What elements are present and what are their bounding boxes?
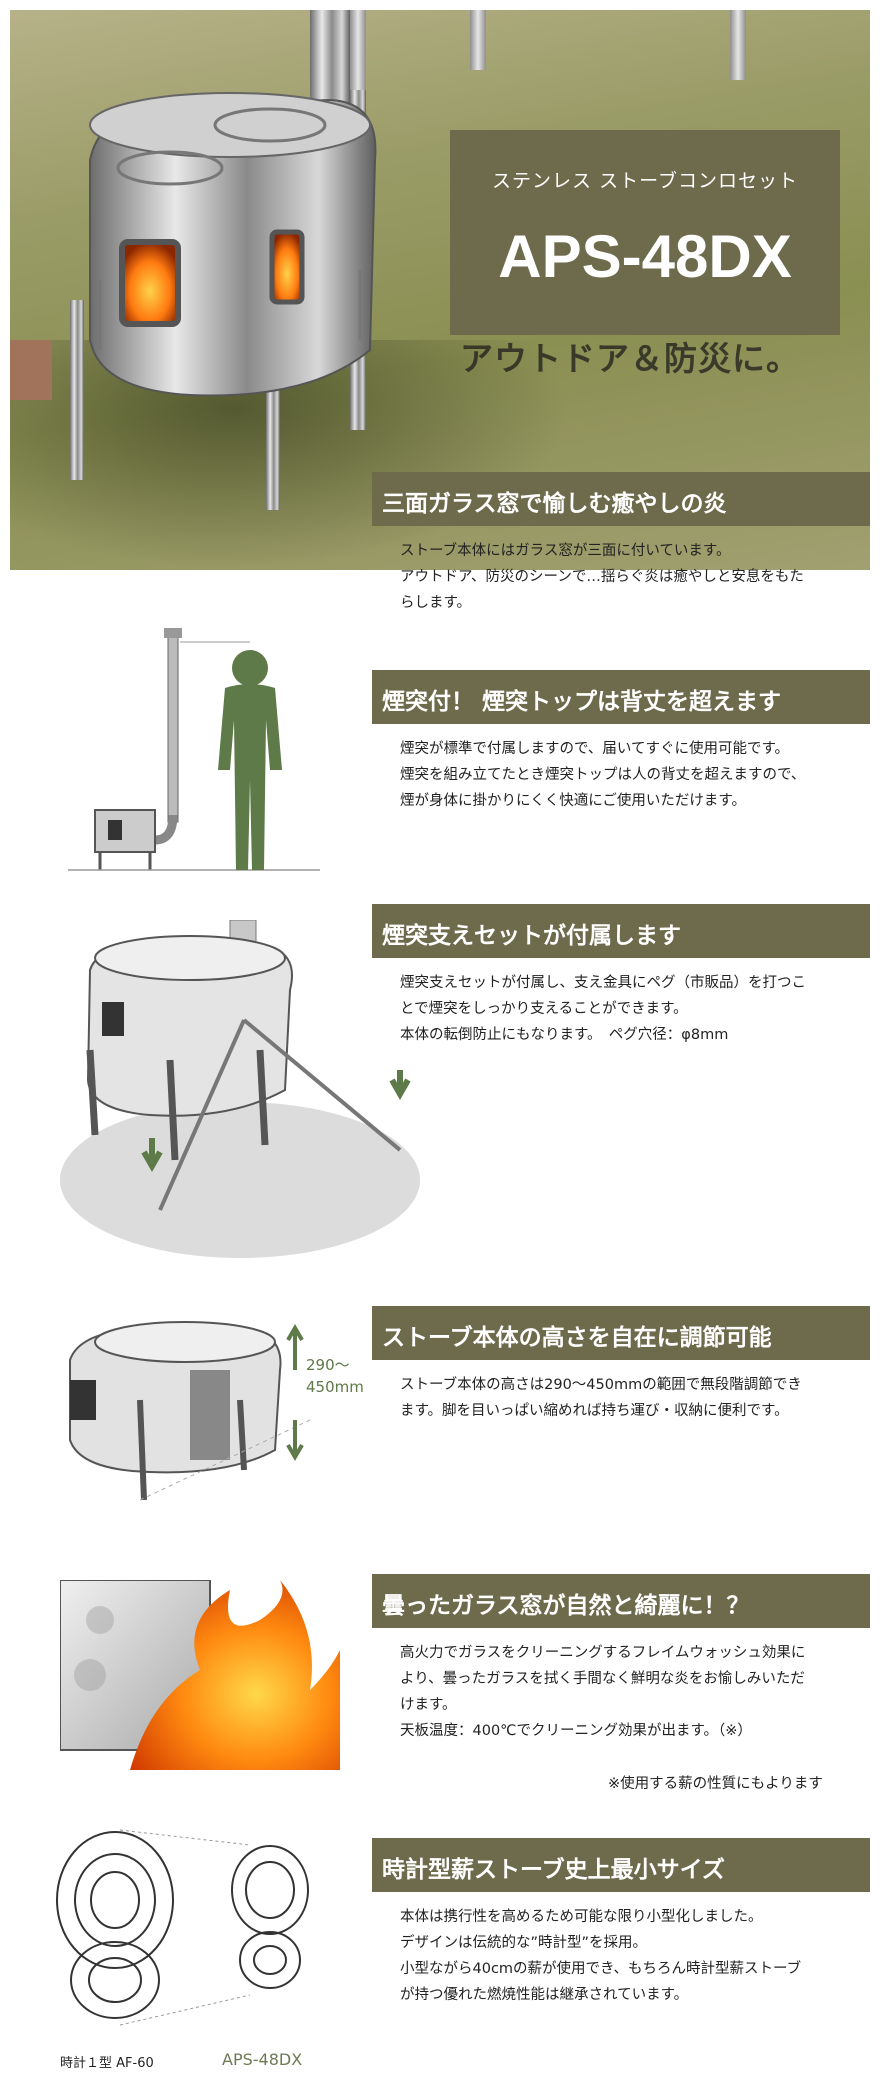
stove-photo-illustration <box>10 10 377 510</box>
product-subtitle: ステンレス ストーブコンロセット <box>492 170 798 192</box>
section-heading-chimney-support: 煙突支えセットが付属します <box>372 904 870 958</box>
hero-photo: ステンレス ストーブコンロセット APS-48DX <box>10 10 870 570</box>
height-adjust-illustration <box>69 1321 311 1501</box>
section-body-chimney: 煙突が標準で付属しますので、届いてすぐに使用可能です。 煙突を組み立てたとき煙突… <box>400 741 806 809</box>
flame-wash-illustration <box>60 1580 340 1770</box>
section-body-smallest-size: 本体は携行性を高めるため可能な限り小型化しました。 デザインは伝統的な”時計型”… <box>400 1909 802 2003</box>
product-model: APS-48DX <box>498 223 792 290</box>
section-body-glass-windows: ストーブ本体にはガラス窓が三面に付いています。 アウトドア、防災のシーンで…揺ら… <box>400 543 804 611</box>
hero-tagline: アウトドア＆防災に。 <box>460 339 800 378</box>
section-body-flame-wash: 高火力でガラスをクリーニングするフレイムウォッシュ効果に より、曇ったガラスを拭… <box>400 1645 806 1739</box>
section-heading-smallest-size: 時計型薪ストーブ史上最小サイズ <box>372 1838 870 1892</box>
title-box: ステンレス ストーブコンロセット APS-48DX <box>450 130 840 335</box>
compare-label-af60: 時計１型 AF-60 <box>60 2056 154 2071</box>
section-body-chimney-support: 煙突支えセットが付属し、支え金具にペグ（市販品）を打つこ とで煙突をしっかり支え… <box>400 975 806 1043</box>
section-heading-glass-windows: 三面ガラス窓で愉しむ癒やしの炎 <box>372 472 870 526</box>
section-heading-height-adjust: ストーブ本体の高さを自在に調節可能 <box>372 1306 870 1360</box>
section-body-height-adjust: ストーブ本体の高さは290～450mmの範囲で無段階調節でき ます。脚を目いっぱ… <box>400 1377 802 1419</box>
section-note: ※使用する薪の性質にもよります <box>608 1776 823 1792</box>
height-range-label: 290～ 450mm <box>306 1356 364 1396</box>
chimney-support-illustration <box>60 920 420 1258</box>
section-heading-chimney: 煙突付！ 煙突トップは背丈を超えます <box>372 670 870 724</box>
section-heading-flame-wash: 曇ったガラス窓が自然と綺麗に！？ <box>372 1574 870 1628</box>
chimney-height-illustration <box>68 628 320 871</box>
size-comparison-illustration <box>56 1829 309 2026</box>
compare-label-aps48dx: APS-48DX <box>222 2050 303 2069</box>
